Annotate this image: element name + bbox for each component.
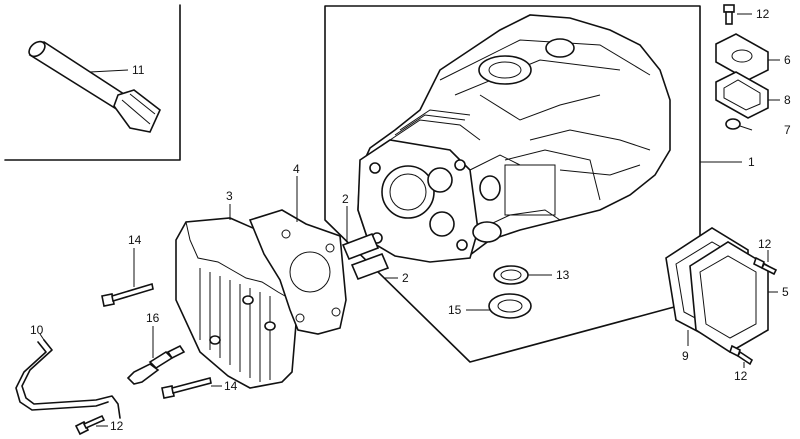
label-3: 3 xyxy=(226,189,233,203)
part-12-bolt-right-top xyxy=(753,250,778,276)
label-12b: 12 xyxy=(758,237,772,251)
label-15: 15 xyxy=(448,303,462,317)
part-11-sleeve xyxy=(28,40,161,133)
label-11: 11 xyxy=(132,63,145,77)
label-12d: 12 xyxy=(110,419,124,433)
part-14-bolt-lower xyxy=(161,377,222,399)
part-12-bolt-right-bottom xyxy=(729,344,754,368)
label-14a: 14 xyxy=(128,233,142,247)
label-14b: 14 xyxy=(224,379,238,393)
part-16-spark-plug xyxy=(126,326,186,385)
part-4-head-gasket xyxy=(248,176,347,335)
part-6-breather-cover xyxy=(715,33,780,81)
part-14-bolt-upper xyxy=(101,248,154,307)
label-10: 10 xyxy=(30,323,44,337)
label-7: 7 xyxy=(784,123,791,137)
part-10-bracket xyxy=(15,333,121,419)
label-5: 5 xyxy=(782,285,789,299)
label-12a: 12 xyxy=(756,7,770,21)
label-1: 1 xyxy=(748,155,755,169)
part-5-cover xyxy=(689,241,778,353)
label-12c: 12 xyxy=(734,369,748,383)
part-7-valve xyxy=(725,118,753,131)
part-2-dowel-pins xyxy=(341,206,398,281)
part-1-frame xyxy=(324,5,742,363)
label-6: 6 xyxy=(784,53,791,67)
inset-frame xyxy=(4,4,181,161)
part-1-crankcase xyxy=(357,14,671,263)
label-13: 13 xyxy=(556,268,570,282)
part-15-bearing xyxy=(466,293,532,319)
part-labels: 1 2 2 3 4 5 6 7 8 9 10 11 12 12 12 12 13… xyxy=(30,7,791,433)
part-12-bolt-bottom-left xyxy=(74,414,108,436)
part-13-oil-seal xyxy=(493,265,552,285)
label-2a: 2 xyxy=(342,192,349,206)
part-12-bolt-top xyxy=(723,4,752,25)
part-8-gasket xyxy=(715,71,780,119)
label-16: 16 xyxy=(146,311,160,325)
label-2b: 2 xyxy=(402,271,409,285)
label-8: 8 xyxy=(784,93,791,107)
label-4: 4 xyxy=(293,162,300,176)
label-9: 9 xyxy=(682,349,689,363)
